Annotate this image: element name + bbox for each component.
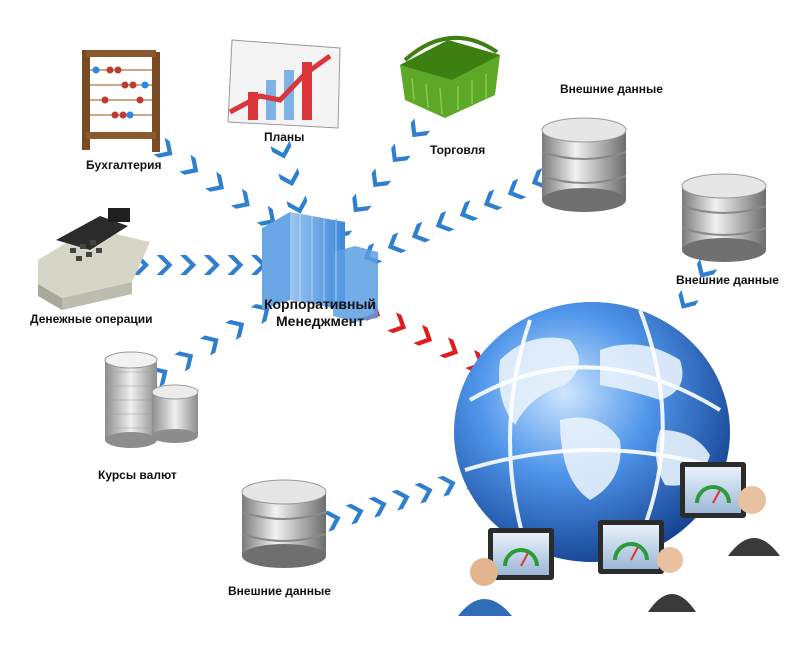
chevron [345, 503, 364, 525]
label-trade: Торговля [430, 143, 486, 157]
chevron [352, 193, 372, 213]
chevron [148, 367, 168, 388]
chevron [322, 510, 341, 532]
cash-register-icon [38, 208, 150, 310]
chevron [256, 205, 276, 226]
growth-chart-icon [227, 39, 341, 129]
center-title-line2: Менеджмент [276, 313, 364, 329]
arrow-plans [270, 140, 308, 214]
label-external-right: Внешние данные [676, 273, 779, 287]
chevron [270, 140, 292, 159]
chevron [507, 178, 527, 200]
chevron [483, 189, 503, 211]
arrow-cash [133, 255, 267, 275]
arrow-layer [133, 118, 718, 532]
chevron [153, 137, 173, 158]
label-accounting: Бухгалтерия [86, 158, 162, 172]
shopping-basket-icon [400, 35, 500, 118]
chevron [180, 255, 197, 275]
chevron [225, 319, 245, 340]
label-external-top: Внешние данные [560, 82, 663, 96]
chevron [174, 351, 194, 372]
chevron [250, 304, 270, 325]
chevron [439, 337, 459, 359]
label-currency-rates: Курсы валют [98, 468, 177, 482]
chevron [459, 200, 479, 221]
label-plans: Планы [264, 130, 305, 144]
user-monitor-icon-center [598, 520, 696, 612]
user-monitor-icon-right [680, 462, 780, 556]
chevron [411, 221, 431, 243]
chevron [368, 496, 387, 518]
arrow-external-bottom [322, 468, 479, 532]
database-icon-bottom [241, 479, 327, 568]
chevron [678, 289, 699, 309]
chevron [179, 154, 199, 175]
chevron [435, 210, 455, 232]
chevron [387, 312, 407, 334]
chevron [227, 255, 244, 275]
label-external-bottom: Внешние данные [228, 584, 331, 598]
chevron [286, 195, 308, 214]
arrow-currency [148, 304, 270, 388]
chevron [156, 255, 173, 275]
chevron [391, 143, 411, 163]
chevron [414, 482, 433, 504]
center-title-line1: Корпоративный [263, 296, 377, 312]
arrow-accounting [153, 137, 276, 226]
coins-icon [104, 351, 199, 448]
chevron [531, 168, 551, 189]
globe-icon [454, 302, 730, 562]
chevron [696, 258, 718, 278]
database-icon-top [541, 117, 627, 212]
chevron [413, 324, 433, 346]
chevron [437, 475, 456, 497]
chevron [205, 171, 225, 192]
chevron [371, 168, 392, 188]
chevron [278, 167, 300, 187]
center-title: Корпоративный Менеджмент [250, 296, 390, 330]
abacus-icon [82, 50, 160, 152]
chevron [199, 335, 219, 356]
database-icon-right [681, 173, 767, 262]
chevron [230, 188, 250, 209]
user-monitor-icon-left [458, 528, 554, 616]
label-cash-operations: Денежные операции [30, 312, 153, 326]
chevron [387, 232, 407, 254]
chevron [391, 489, 410, 511]
chevron [410, 118, 431, 138]
chevron [203, 255, 220, 275]
building-icon [262, 212, 378, 322]
